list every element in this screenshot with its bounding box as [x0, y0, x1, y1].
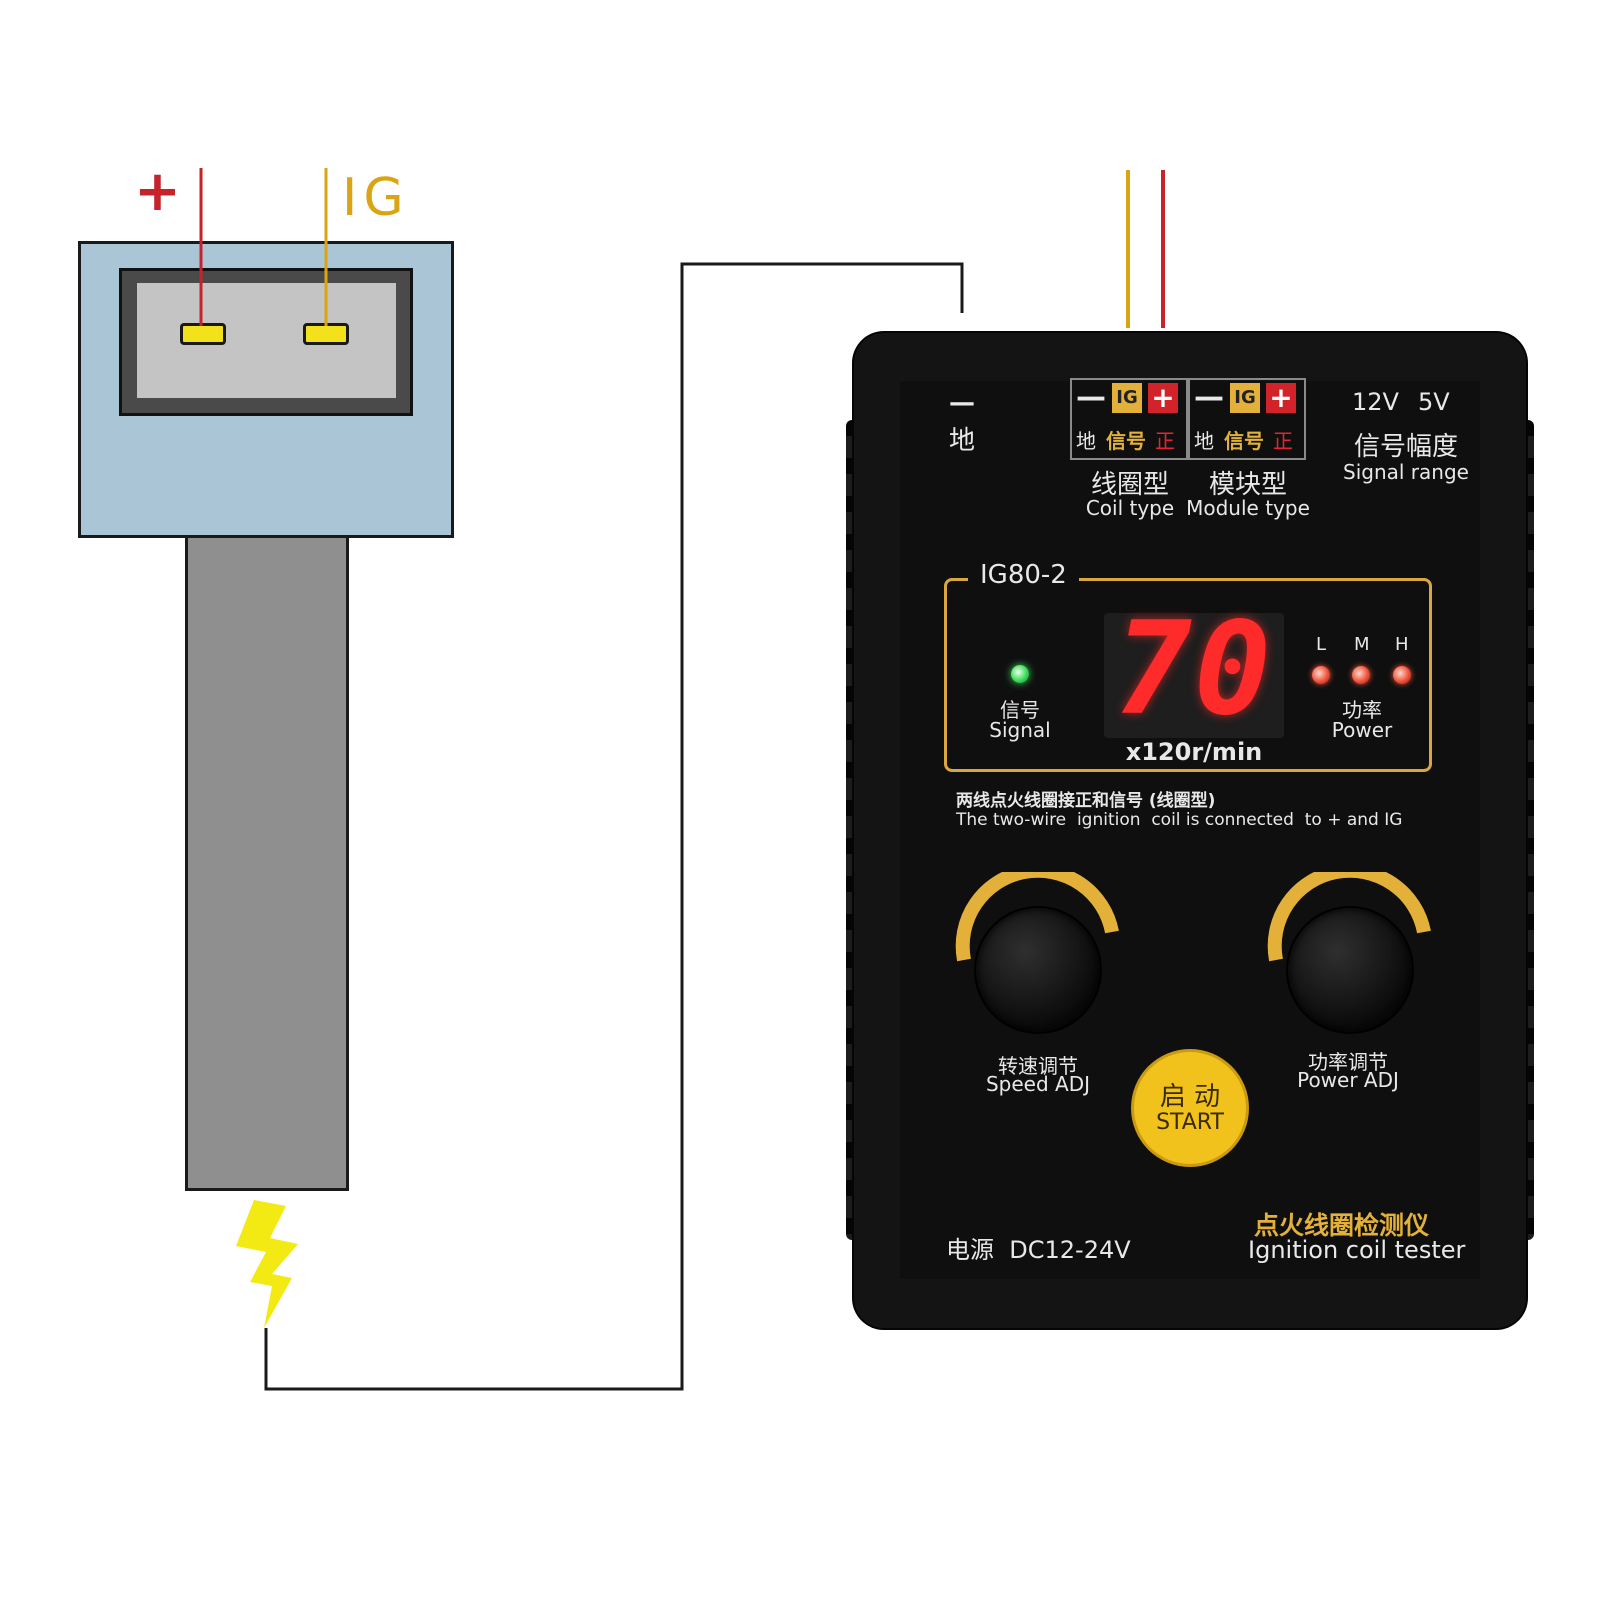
start-button-label-cn: 启 动: [1159, 1082, 1221, 1112]
rpm-display: 70: [1114, 595, 1274, 744]
signal-led: [1011, 665, 1029, 683]
coil-body: [185, 538, 349, 1191]
power-adjust-knob[interactable]: [1288, 908, 1412, 1032]
ground-label: 地: [948, 426, 975, 456]
start-button-label-en: START: [1156, 1110, 1224, 1135]
ground-minus-symbol: —: [949, 388, 975, 418]
spark-icon: [236, 1200, 298, 1328]
coil-type-name-en: Coil type: [1085, 496, 1175, 520]
module-type-positive-cn: 正: [1273, 429, 1293, 453]
signal-label-en: Signal: [989, 718, 1051, 742]
module-type-minus: —: [1194, 380, 1224, 415]
product-name-cn: 点火线圈检测仪: [1254, 1211, 1430, 1240]
module-type-name-cn: 模块型: [1208, 470, 1287, 500]
coil-wire-overlay: [199, 168, 328, 326]
coil-type-plus: +: [1148, 383, 1178, 413]
signal-range-label-cn: 信号幅度: [1353, 432, 1458, 462]
coil-pin-plus: [180, 323, 226, 345]
product-name-en: Ignition coil tester: [1248, 1236, 1466, 1264]
signal-range-5v[interactable]: 5V: [1418, 388, 1450, 416]
coil-type-positive-cn: 正: [1155, 429, 1175, 453]
speed-adjust-knob[interactable]: [976, 908, 1100, 1032]
seven-segment-window: [1104, 613, 1284, 738]
coil-type-name-cn: 线圈型: [1090, 470, 1169, 500]
power-label-cn: 功率: [1342, 698, 1382, 722]
coil-type-minus: —: [1076, 380, 1106, 415]
signal-range-12v[interactable]: 12V: [1352, 388, 1399, 416]
coil-ig-label: IG: [342, 168, 410, 228]
power-supply-label: 电源 DC12-24V: [946, 1236, 1131, 1264]
module-type-plus: +: [1266, 383, 1296, 413]
coil-type-terminal-box: [1070, 378, 1188, 460]
power-level-h: H: [1395, 634, 1409, 655]
speed-scale-arc: [955, 872, 1119, 962]
module-type-terminal-box: [1188, 378, 1306, 460]
module-type-signal-cn: 信号: [1224, 429, 1264, 453]
module-type-name-en: Module type: [1186, 496, 1310, 520]
module-type-ig: IG: [1230, 383, 1260, 413]
power-adj-label-cn: 功率调节: [1308, 1050, 1388, 1074]
module-type-ground-cn: 地: [1194, 429, 1214, 453]
wiring-note-cn: 两线点火线圈接正和信号 (线圈型): [956, 791, 1216, 811]
display-frame: [944, 578, 1432, 772]
power-label-en: Power: [1331, 718, 1393, 742]
model-number: IG80-2: [968, 560, 1079, 590]
wiring-note-en: The two-wire ignition coil is connected …: [956, 810, 1403, 830]
power-level-m: M: [1354, 634, 1370, 655]
ground-wire: [264, 262, 964, 1391]
signal-label-cn: 信号: [1000, 698, 1040, 722]
start-button[interactable]: 启 动 START: [1134, 1052, 1246, 1164]
power-led-h: [1393, 666, 1411, 684]
rpm-unit: x120r/min: [1125, 738, 1263, 766]
power-scale-arc: [1267, 872, 1431, 962]
coil-type-ground-cn: 地: [1076, 429, 1096, 453]
power-level-l: L: [1316, 634, 1327, 655]
speed-adj-label-cn: 转速调节: [998, 1054, 1078, 1078]
signal-range-label-en: Signal range: [1343, 460, 1469, 484]
power-led-m: [1352, 666, 1370, 684]
coil-plus-label: +: [134, 159, 181, 224]
power-led-l: [1312, 666, 1330, 684]
coil-type-ig: IG: [1112, 383, 1142, 413]
power-adj-label-en: Power ADJ: [1297, 1068, 1399, 1092]
speed-adj-label-en: Speed ADJ: [985, 1072, 1091, 1096]
coil-type-signal-cn: 信号: [1106, 429, 1146, 453]
